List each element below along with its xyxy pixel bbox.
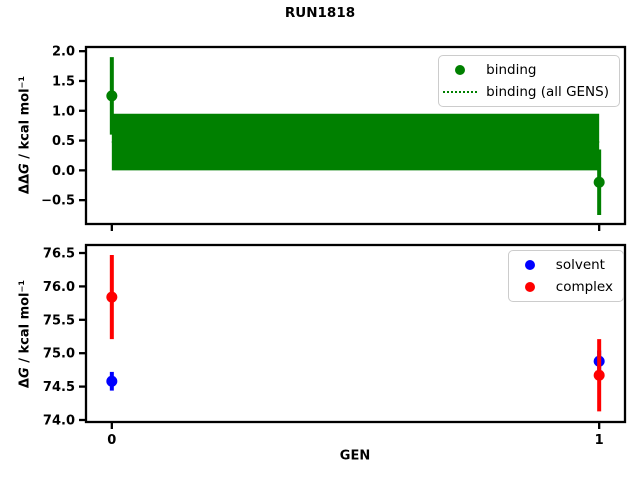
y-tick-label: 1.0 <box>52 104 75 119</box>
axes-frame <box>84 45 627 226</box>
legend-label: solvent <box>555 257 605 273</box>
ylabel-suffix: / kcal mol⁻¹ <box>17 279 33 368</box>
y-tick-label: 75.5 <box>43 313 75 328</box>
bottom-legend: solvent complex <box>507 250 624 302</box>
complex-marker <box>513 282 547 292</box>
subplot-top: −0.5 0.0 0.5 1.0 1.5 2.0 <box>41 45 627 231</box>
ylabel-prefix: ΔΔ <box>17 173 33 195</box>
legend-label: binding (all GENS) <box>486 84 609 100</box>
green-dot-icon <box>455 65 466 75</box>
y-tick-label: 76.5 <box>43 247 75 262</box>
ylabel-suffix: / kcal mol⁻¹ <box>17 75 33 164</box>
legend-item-solvent: solvent <box>513 254 613 276</box>
legend-label: binding <box>486 62 537 78</box>
y-tick-label: 2.0 <box>52 45 75 60</box>
x-axis-label: GEN <box>339 448 371 464</box>
y-tick-label: −0.5 <box>41 194 75 209</box>
complex-point-gen1 <box>593 369 605 381</box>
legend-item-binding-all-gens: binding (all GENS) <box>443 81 609 103</box>
solvent-marker <box>513 260 547 270</box>
y-tick-label: 1.5 <box>52 74 75 89</box>
y-tick-label: 0.5 <box>52 134 75 149</box>
blue-dot-icon <box>524 260 535 270</box>
figure-title: RUN1818 <box>284 5 356 21</box>
subplot-bottom: 74.0 74.5 75.0 75.5 76.0 76.5 0 1 <box>43 243 627 448</box>
x-tick-label: 0 <box>107 433 116 448</box>
y-tick-label: 74.0 <box>43 413 75 428</box>
solvent-point-gen0 <box>106 375 118 387</box>
axes-frame <box>84 243 627 424</box>
y-tick-label: 75.0 <box>43 347 75 362</box>
legend-label: complex <box>555 279 613 295</box>
y-tick-label: 76.0 <box>43 280 75 295</box>
legend-item-complex: complex <box>513 276 613 298</box>
ylabel-symbol: G <box>17 367 33 379</box>
y-tick-label: 74.5 <box>43 380 75 395</box>
legend-item-binding: binding <box>443 59 609 81</box>
top-y-axis-label: ΔΔG / kcal mol⁻¹ <box>18 76 33 194</box>
uncertainty-band-binding-all-GENS- <box>111 113 600 171</box>
y-tick-label: 0.0 <box>52 164 75 179</box>
ylabel-symbol: G <box>17 163 33 174</box>
top-legend: binding binding (all GENS) <box>438 55 620 107</box>
complex-point-gen0 <box>106 291 118 303</box>
green-dotted-line-icon <box>443 91 478 93</box>
binding-point-gen0 <box>106 90 118 102</box>
bottom-y-axis-label: ΔG / kcal mol⁻¹ <box>18 280 33 388</box>
ylabel-prefix: Δ <box>17 378 33 389</box>
x-tick-label: 1 <box>595 433 604 448</box>
binding-point-gen1 <box>593 176 605 188</box>
red-dot-icon <box>524 282 535 292</box>
binding-marker <box>443 65 477 75</box>
